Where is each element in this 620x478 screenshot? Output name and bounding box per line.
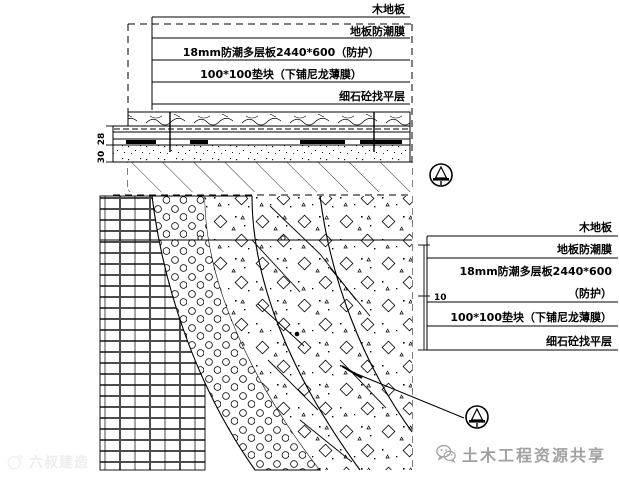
label-layer-blocks: 100*100垫块（下铺尼龙薄膜）: [200, 67, 362, 81]
label-layer-screed: 细石砼找平层: [339, 89, 405, 103]
section-layer-stack: [112, 111, 412, 192]
label-layer-plywood: 18mm防潮多层板2440*600（防护）: [183, 45, 380, 59]
legend-heading: 木地板: [578, 220, 613, 234]
block-uprights: [169, 112, 375, 152]
dimension-10: 10: [434, 293, 447, 303]
dimension-30: 30: [97, 151, 107, 164]
label-layer-membrane: 地板防潮膜: [350, 24, 405, 38]
right-legend: 木地板 地板防潮膜 18mm防潮多层板2440*600 （防护） 100*100…: [426, 220, 618, 351]
legend-row-plywood: 18mm防潮多层板2440*600: [459, 264, 612, 278]
section-marker-upper[interactable]: [429, 163, 453, 187]
label-top-title: 木地板: [371, 2, 406, 16]
legend-row-membrane: 地板防潮膜: [557, 242, 612, 256]
concrete-aggregate-region: [205, 196, 412, 470]
legend-row-protection: （防护）: [568, 286, 612, 300]
legend-row-screed: 细石砼找平层: [546, 334, 612, 348]
layer-plywood-board: [112, 131, 411, 140]
plan-facet-lines: [205, 195, 387, 463]
dimension-chain-left: [106, 125, 120, 163]
leader-line-lower: [341, 365, 465, 419]
callout-rules: [151, 16, 410, 110]
layer-structural-slab: [128, 162, 412, 192]
layer-moisture-membrane: [112, 125, 411, 133]
dimension-28: 28: [97, 133, 107, 146]
section-marker-lower[interactable]: [465, 405, 489, 429]
legend-row-blocks: 100*100垫块（下铺尼龙薄膜）: [450, 310, 612, 324]
plan-boundary-curves: [251, 195, 413, 471]
plan-node-markers: [197, 235, 300, 337]
right-legend-rules: [426, 235, 618, 351]
top-section-detail: 28 30 木地板 地板防潮膜 18mm防潮多层板2440*600（防护） 10…: [97, 2, 413, 192]
plan-cutaway-region: 10: [99, 194, 465, 471]
layer-support-blocks: [112, 138, 411, 146]
layer-screed: [112, 144, 411, 163]
